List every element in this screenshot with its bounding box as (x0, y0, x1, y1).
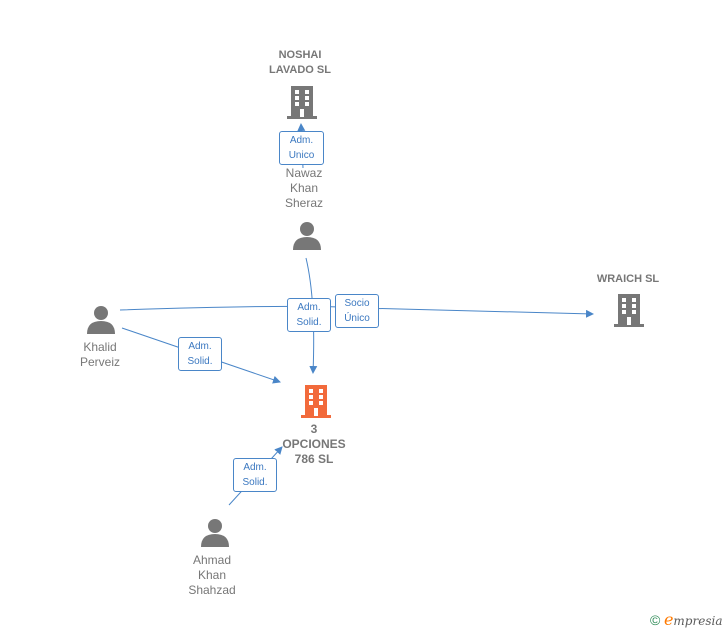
person-label-khalid[interactable]: Khalid Perveiz (60, 340, 140, 370)
person-label-ahmad[interactable]: Ahmad Khan Shahzad (172, 553, 252, 598)
label-line: Shahzad (188, 583, 236, 597)
focus-building-icon[interactable] (299, 383, 333, 419)
edge-label-socio-unico: Socio Único (335, 294, 379, 328)
label-line: WRAICH SL (596, 273, 660, 285)
company-label-3-opciones[interactable]: 3 OPCIONES 786 SL (264, 422, 364, 467)
brand-initial: e (663, 610, 674, 629)
label-line: Khan (289, 181, 319, 195)
company-label-noshai[interactable]: NOSHAI LAVADO SL (250, 48, 350, 78)
person-icon[interactable] (85, 304, 117, 336)
empresia-watermark: © empresia (650, 610, 722, 629)
label-line: OPCIONES (282, 437, 346, 451)
label-line: Único (344, 313, 370, 324)
person-icon[interactable] (291, 220, 323, 252)
label-line: 3 (310, 422, 318, 436)
company-label-wraich[interactable]: WRAICH SL (578, 272, 678, 287)
building-icon[interactable] (613, 292, 645, 328)
edge-label-adm-unico: Adm. Unico (279, 131, 324, 165)
label-line: Solid. (242, 477, 268, 488)
edge-label-adm-solid-nawaz: Adm. Solid. (287, 298, 331, 332)
label-line: Solid. (187, 356, 213, 367)
person-icon[interactable] (199, 517, 231, 549)
brand-logo: empresia (664, 610, 723, 629)
label-line: Adm. (297, 302, 321, 313)
label-line: LAVADO SL (269, 64, 331, 76)
copyright-icon: © (650, 612, 661, 628)
label-line: Unico (288, 150, 315, 161)
label-line: Perveiz (79, 355, 120, 369)
label-line: Adm. (243, 462, 267, 473)
label-line: Adm. (188, 341, 212, 352)
person-label-nawaz[interactable]: Nawaz Khan Sheraz (264, 166, 344, 211)
label-line: Sheraz (284, 196, 324, 210)
label-line: Khan (197, 568, 227, 582)
label-line: NOSHAI (278, 49, 322, 61)
label-line: Socio (344, 298, 370, 309)
edge-label-adm-solid-khalid: Adm. Solid. (178, 337, 222, 371)
label-line: 786 SL (294, 452, 334, 466)
label-line: Nawaz (285, 166, 323, 180)
label-line: Adm. (289, 135, 314, 146)
edge-label-adm-solid-ahmad: Adm. Solid. (233, 458, 277, 492)
brand-text: mpresia (673, 614, 723, 628)
label-line: Khalid (83, 340, 117, 354)
label-line: Solid. (296, 317, 322, 328)
building-icon[interactable] (286, 84, 318, 120)
label-line: Ahmad (192, 553, 232, 567)
